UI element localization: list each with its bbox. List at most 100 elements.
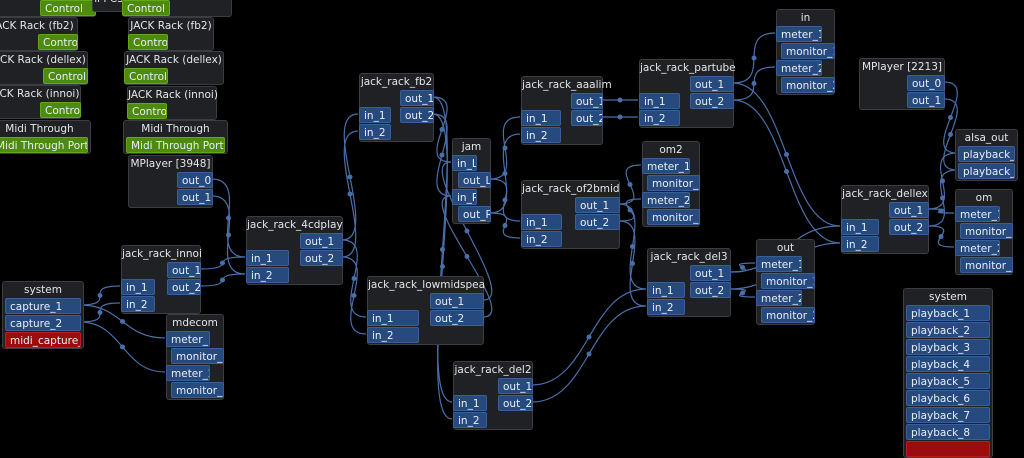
connection-handle[interactable] [751, 81, 757, 86]
port-in_1[interactable]: in_1 [359, 107, 391, 123]
connection-handle[interactable] [586, 334, 592, 340]
port-meter_2[interactable]: meter_2 [166, 365, 210, 381]
port-Control[interactable]: Control [38, 34, 78, 50]
port-playback_7[interactable]: playback_7 [906, 407, 990, 423]
port-playback_8[interactable]: playback_8 [906, 424, 990, 440]
port-meter_1[interactable]: meter_1 [776, 26, 822, 42]
port-meter_2[interactable]: meter_2 [642, 192, 690, 208]
port-monitor_1[interactable]: monitor_1 [960, 223, 1013, 239]
connection-handle[interactable] [938, 208, 944, 214]
port-meter_2[interactable]: meter_2 [776, 60, 822, 76]
module-ltop[interactable]: Control [0, 0, 96, 17]
port-in_2[interactable]: in_2 [121, 296, 155, 312]
connection-handle[interactable] [464, 254, 470, 259]
port-out_1[interactable]: out_1 [498, 378, 533, 394]
port-monitor_2[interactable]: monitor_2 [781, 77, 835, 93]
connection-handle[interactable] [120, 344, 125, 350]
port-in_1[interactable]: in_1 [453, 395, 487, 411]
connection-handle[interactable] [440, 264, 445, 269]
module-ldellex[interactable]: JACK Rack (dellex)Control [0, 51, 88, 85]
port-in_1[interactable]: in_1 [639, 93, 680, 109]
connection-handle[interactable] [948, 132, 953, 137]
port-out_2[interactable]: out_2 [167, 279, 201, 295]
port-Control[interactable]: Control [127, 103, 167, 119]
port-out_2[interactable]: out_2 [690, 93, 734, 109]
port-playback_1[interactable]: playback_1 [906, 305, 990, 321]
port-out_0[interactable]: out_0 [177, 172, 213, 188]
port-out_1[interactable]: out_1 [300, 233, 343, 249]
port-out_R[interactable]: out_R [458, 206, 491, 222]
connection-handle[interactable] [220, 260, 225, 266]
port-out_2[interactable]: out_2 [575, 214, 620, 230]
module-rinnoi[interactable]: JACK Rack (innoi)Control [127, 86, 218, 120]
port-Control[interactable]: Control [40, 0, 96, 16]
module-rtop[interactable]: Control [122, 0, 232, 17]
connection-handle[interactable] [940, 195, 945, 201]
port-monitor_1[interactable]: monitor_1 [171, 348, 224, 364]
connection-handle[interactable] [347, 174, 353, 180]
port-midi[interactable] [906, 441, 990, 457]
port-out_1[interactable]: out_1 [177, 189, 213, 205]
port-in_R[interactable]: in_R [452, 189, 477, 205]
port-Midi Through Port-0[interactable]: Midi Through Port-0 [126, 137, 225, 153]
port-in_2[interactable]: in_2 [841, 236, 879, 252]
port-meter_2[interactable]: meter_2 [955, 240, 1000, 256]
port-in_1[interactable]: in_1 [121, 279, 155, 295]
port-out_1[interactable]: out_1 [889, 202, 929, 218]
connection-handle[interactable] [502, 171, 508, 176]
port-Control[interactable]: Control [128, 34, 168, 50]
connection-handle[interactable] [586, 351, 592, 357]
port-out_2[interactable]: out_2 [690, 282, 731, 298]
port-in_1[interactable]: in_1 [246, 250, 289, 266]
port-Control[interactable]: Control [43, 68, 88, 84]
port-out_1[interactable]: out_1 [907, 92, 945, 108]
connection-handle[interactable] [502, 197, 508, 203]
port-monitor_1[interactable]: monitor_1 [781, 43, 835, 59]
port-out_L[interactable]: out_L [458, 172, 491, 188]
port-out_2[interactable]: out_2 [571, 110, 603, 126]
port-Control[interactable]: Control [40, 102, 81, 118]
connection-handle[interactable] [630, 261, 635, 266]
port-in_1[interactable]: in_1 [367, 310, 419, 326]
connection-handle[interactable] [97, 310, 103, 315]
connection-handle[interactable] [938, 234, 944, 239]
port-out_1[interactable]: out_1 [571, 93, 603, 109]
port-playback_4[interactable]: playback_4 [906, 356, 990, 372]
connection-handle[interactable] [439, 127, 445, 132]
port-out_1[interactable]: out_1 [690, 265, 731, 281]
module-pc3[interactable]: il PC3 [92, 0, 126, 12]
port-out_2[interactable]: out_2 [300, 250, 343, 266]
port-monitor_2[interactable]: monitor_2 [647, 209, 700, 225]
module-linnoi[interactable]: JACK Rack (innoi)Control [0, 85, 81, 119]
port-out_2[interactable]: out_2 [498, 395, 533, 411]
port-capture_2[interactable]: capture_2 [5, 315, 81, 331]
port-Control[interactable]: Control [124, 68, 168, 84]
connection-handle[interactable] [502, 223, 508, 228]
port-meter_1[interactable]: meter_1 [166, 331, 210, 347]
connection-handle[interactable] [226, 232, 231, 238]
connection-handle[interactable] [948, 115, 953, 120]
port-monitor_1[interactable]: monitor_1 [761, 273, 815, 289]
port-out_2[interactable]: out_2 [430, 310, 484, 326]
port-monitor_2[interactable]: monitor_2 [960, 257, 1013, 273]
port-Control[interactable]: Control [122, 0, 170, 16]
port-out_1[interactable]: out_1 [430, 293, 484, 309]
port-monitor_1[interactable]: monitor_1 [647, 175, 700, 191]
connection-handle[interactable] [351, 276, 357, 281]
connection-handle[interactable] [740, 290, 745, 296]
connection-handle[interactable] [220, 277, 225, 283]
port-in_2[interactable]: in_2 [521, 127, 561, 143]
port-capture_1[interactable]: capture_1 [5, 298, 81, 314]
connection-handle[interactable] [740, 265, 745, 270]
